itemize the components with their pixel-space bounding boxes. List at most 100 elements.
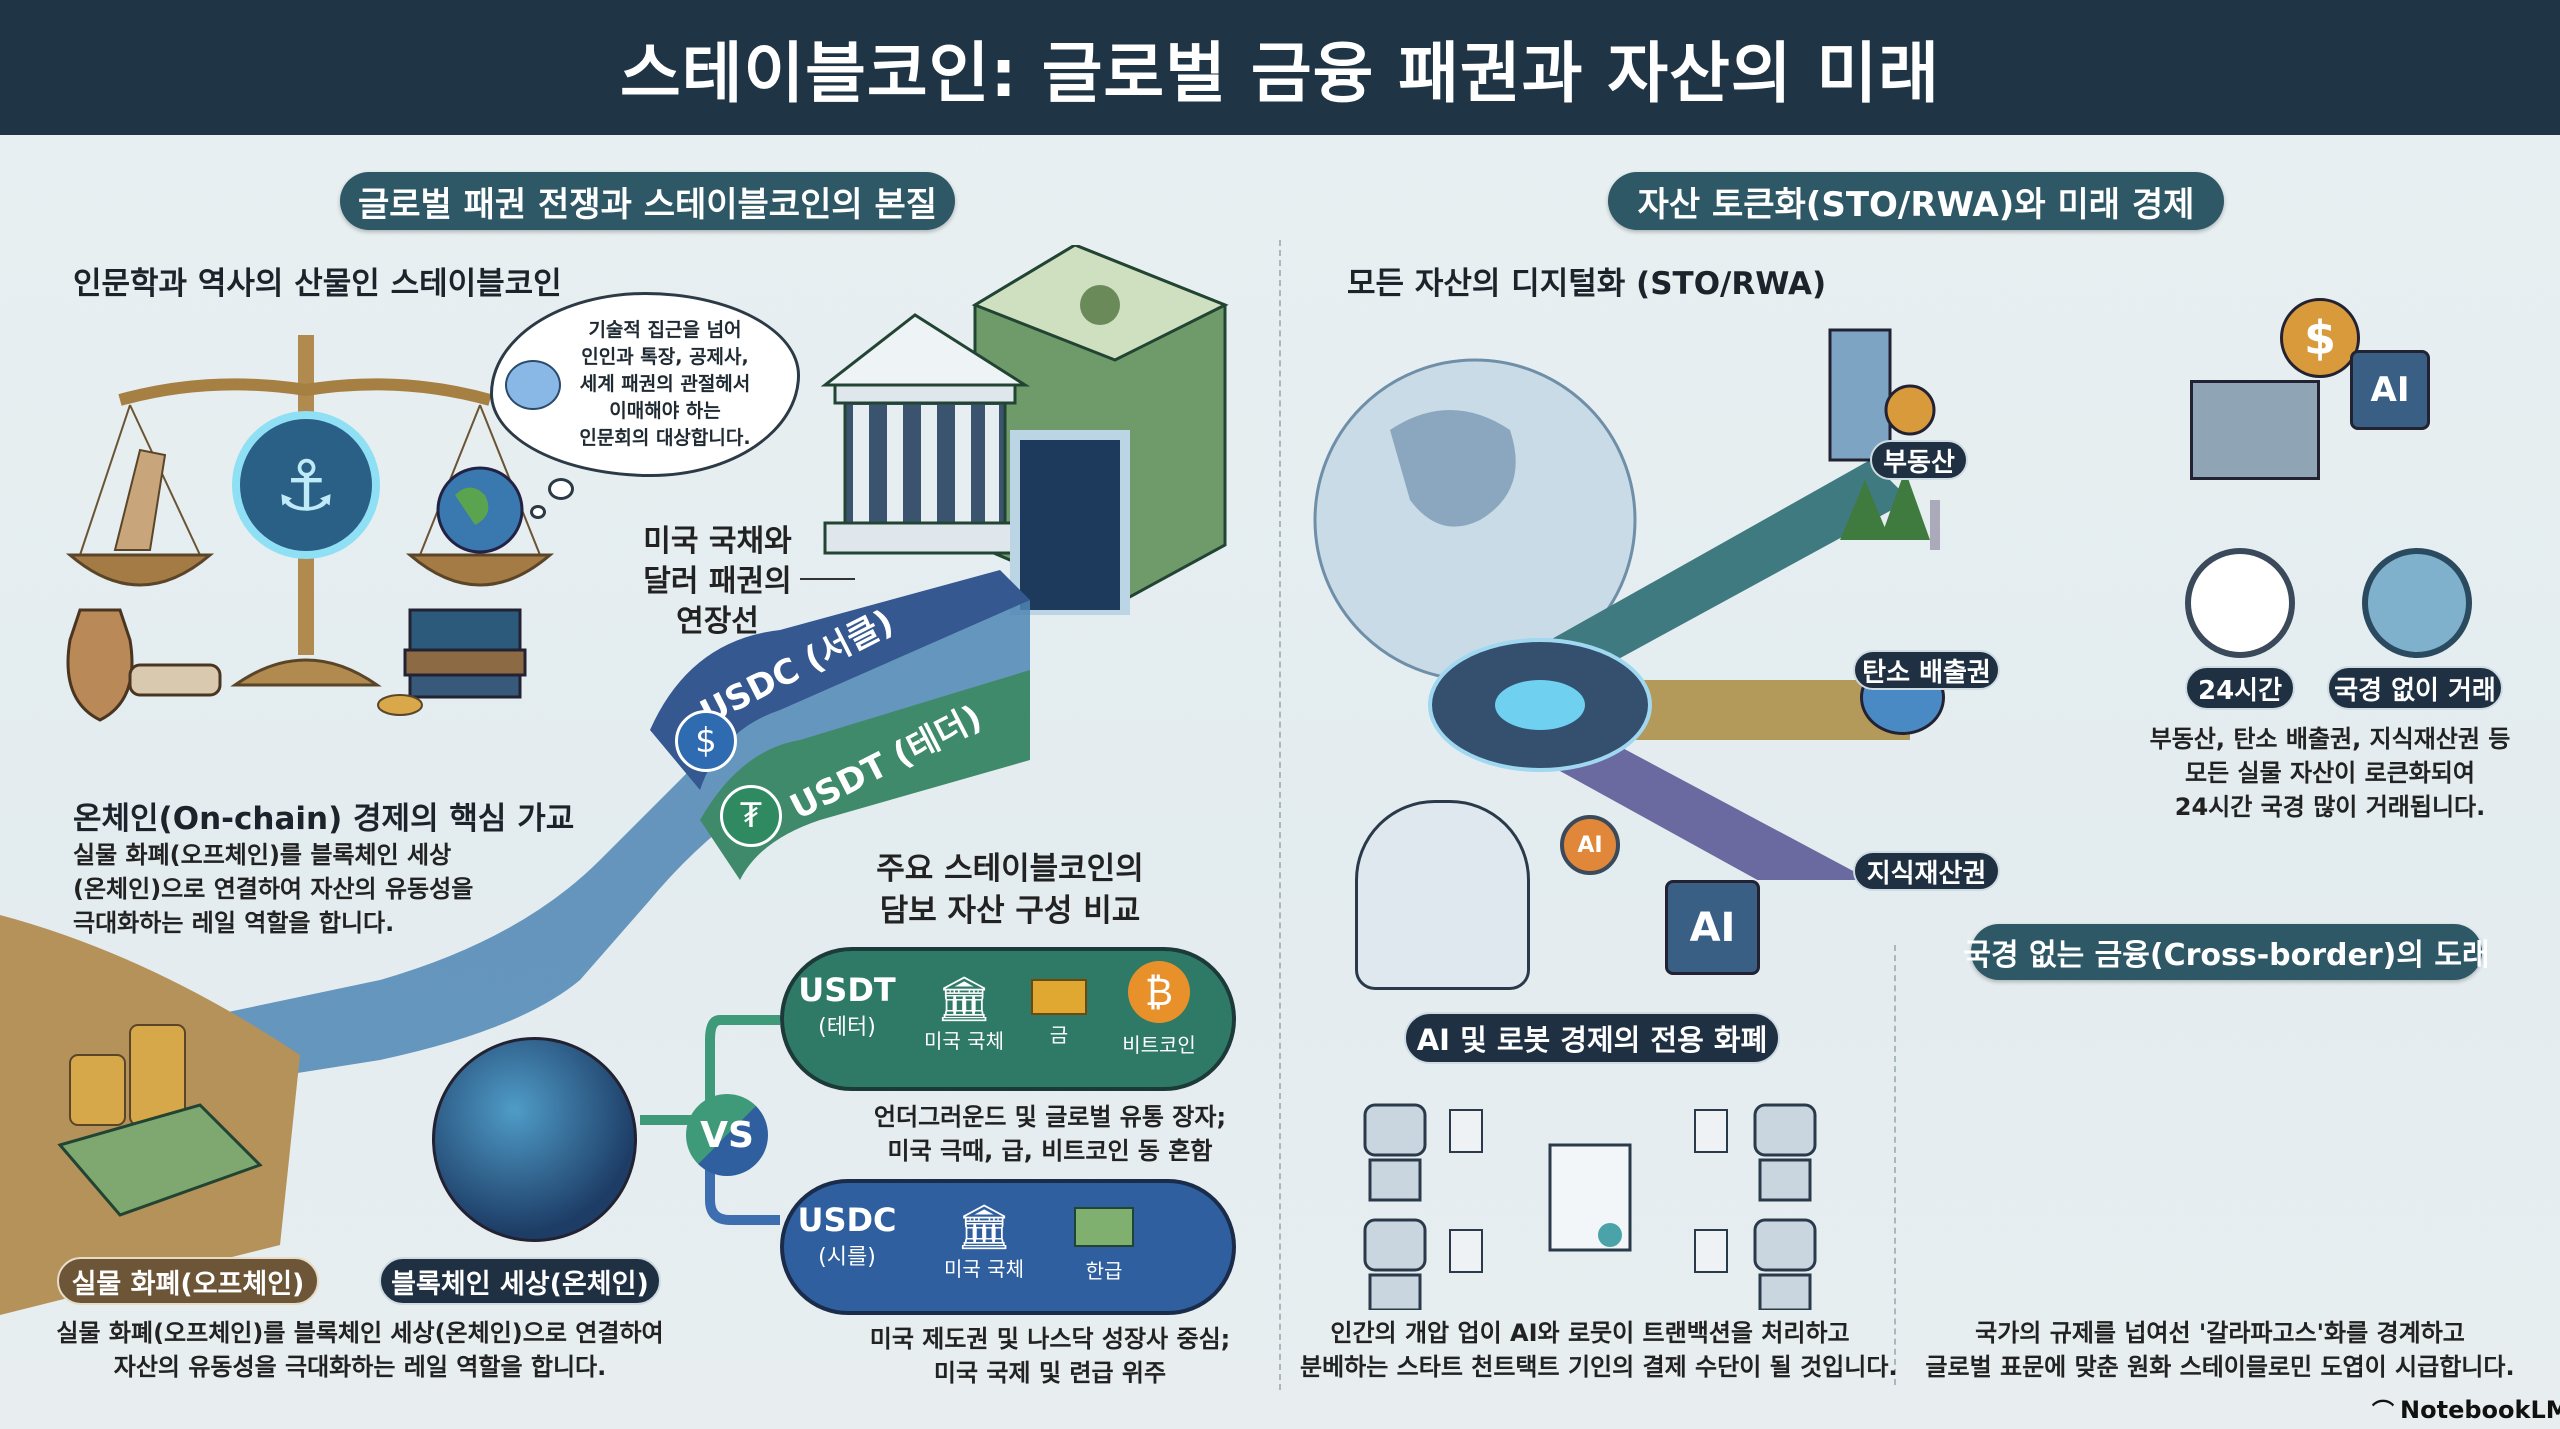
asset-item: 한급 — [1054, 1201, 1154, 1284]
brand-label: NotebookLM — [2400, 1396, 2560, 1424]
right-divider — [1894, 945, 1896, 1385]
asset-item: 금 — [1019, 973, 1099, 1048]
dollar-coin-icon: $ — [2280, 298, 2360, 378]
callout-line — [800, 578, 855, 580]
coin-sub: (시를) — [818, 1245, 876, 1270]
bitcoin-icon: ₿ — [1128, 961, 1190, 1023]
onchain-title: 온체인(On-chain) 경제의 핵심 가교 — [73, 801, 575, 837]
asset-item: 🏛 미국 국체 — [929, 1201, 1039, 1282]
text-line: 자산의 유동성을 극대화하는 레일 역할을 합니다. — [113, 1353, 607, 1381]
desc-line: 실물 화폐(오프체인)를 블록체인 세상 — [73, 841, 452, 869]
feature-24h: 24시간 — [2185, 666, 2295, 710]
desc-line: 미국 국제 및 련급 위주 — [933, 1359, 1167, 1387]
clock-icon — [2185, 548, 2295, 658]
notebooklm-brand: ⌒ NotebookLM — [2372, 1394, 2560, 1426]
ai-economy-description: 인간의 개압 업이 AI와 로뭇이 트랜백션을 처리하고 분베하는 스타트 천트… — [1300, 1316, 1898, 1384]
usdt-coin-icon: ₮ — [720, 785, 782, 847]
ai-chip-icon: AI — [2350, 350, 2430, 430]
branch-road-real-estate — [1550, 460, 1910, 680]
page-title: 스테이블코인: 글로벌 금융 패권과 자산의 미래 — [620, 34, 1940, 112]
rail-path — [0, 570, 1030, 1120]
desc-line: 부동산, 탄소 배출권, 지식재산권 등 — [2149, 725, 2511, 753]
desc-line: 미국 극때, 급, 비트코인 동 혼함 — [887, 1137, 1213, 1165]
center-divider — [1279, 240, 1281, 1390]
left-bottom-text: 실물 화폐(오프체인)를 블록체인 세상(온체인)으로 연결하여 자산의 유동성… — [40, 1316, 680, 1384]
vs-badge: VS — [686, 1094, 768, 1176]
hub-light — [1495, 680, 1585, 730]
bubble-dot — [548, 478, 574, 500]
cash-bundle-icon — [57, 1103, 263, 1217]
dollar-hegemony-label: 미국 국채와 달러 패권의 연장선 — [635, 522, 800, 642]
desc-line: 언더그러운드 및 글로벌 유통 장자; — [873, 1103, 1227, 1131]
ai-processor-icon: AI — [1665, 880, 1760, 975]
usdc-name: USDC (시를) — [792, 1201, 902, 1271]
globe-grid-icon — [2362, 548, 2472, 658]
coin-sub: (테터) — [818, 1015, 876, 1040]
robot-icon — [1753, 1218, 1817, 1272]
usdc-composition-card: USDC (시를) 🏛 미국 국체 한급 — [780, 1179, 1236, 1315]
gold-bar-icon — [1031, 979, 1087, 1015]
usdc-coin-icon: $ — [675, 710, 737, 772]
asset-label: 미국 국체 — [944, 1257, 1024, 1281]
asset-item: 🏛 미국 국체 — [914, 973, 1014, 1054]
bubble-line: 세계 패권의 관절헤서 — [579, 373, 751, 395]
scroll-icon — [113, 448, 167, 551]
asset-item: ₿ 비트코인 — [1104, 961, 1214, 1058]
asset-label: 한급 — [1085, 1259, 1123, 1283]
bubble-line: 이매해야 하는 — [609, 400, 721, 422]
branch-label-real-estate: 부동산 — [1870, 440, 1968, 480]
usdt-composition-card: USDT (테터) 🏛 미국 국체 금 ₿ 비트코인 — [780, 947, 1236, 1091]
factory-icon — [2190, 380, 2320, 480]
seal-icon — [1598, 1223, 1622, 1247]
right-section-title: 자산 토큰화(STO/RWA)와 미래 경제 — [1608, 172, 2224, 230]
skyscraper-icon — [1828, 328, 1936, 462]
robot-icon — [1753, 1103, 1817, 1157]
notebooklm-logo-icon: ⌒ — [2372, 1400, 2395, 1425]
onchain-label: 블록체인 세상(온체인) — [379, 1257, 661, 1305]
bank-icon: 🏛 — [956, 1202, 1012, 1253]
title-line: 주요 스테이블코인의 — [876, 851, 1144, 887]
humanoid-robot-icon — [1355, 800, 1530, 990]
desc-line: 모든 실물 자산이 로큰화되여 — [2184, 759, 2476, 787]
bubble-line: 기술적 집근을 넘어 — [588, 319, 742, 341]
header-bar: 스테이블코인: 글로벌 금융 패권과 자산의 미래 — [0, 0, 2560, 135]
gavel-icon — [128, 663, 222, 697]
label-line: 달러 패권의 — [643, 564, 792, 599]
onchain-description: 실물 화폐(오프체인)를 블록체인 세상 (온체인)으로 연결하여 자산의 유동… — [73, 838, 473, 940]
text-line: 실물 화폐(오프체인)를 블록체인 세상(온체인)으로 연결하여 — [56, 1319, 664, 1347]
text-line: 인간의 개압 업이 AI와 로뭇이 트랜백션을 처리하고 — [1330, 1319, 1850, 1347]
title-line: 담보 자산 구성 비교 — [879, 893, 1141, 929]
ai-gear-icon: AI — [1560, 815, 1620, 875]
text-line: 국가의 규제를 넙여선 '갈라파고스'화를 경계하고 — [1975, 1319, 2465, 1347]
asset-label: 비트코인 — [1122, 1033, 1196, 1057]
robot-icon — [1363, 1103, 1427, 1157]
usdc-description: 미국 제도권 및 나스닥 성장사 중심; 미국 국제 및 련급 위주 — [850, 1322, 1250, 1390]
crossborder-title: 국경 없는 금융(Cross-border)의 도래 — [1963, 924, 2490, 980]
asset-label: 금 — [1049, 1023, 1069, 1047]
asset-label: 미국 국체 — [924, 1029, 1004, 1053]
portal-icon — [1010, 430, 1130, 615]
comparison-connector — [640, 1015, 780, 1225]
usdt-description: 언더그러운드 및 글로벌 유통 장자; 미국 극때, 급, 비트코인 동 혼함 — [850, 1100, 1250, 1168]
coin-name: USDT — [798, 971, 896, 1009]
forest-icon — [1840, 470, 1940, 550]
branch-label-carbon: 탄소 배출권 — [1853, 650, 2000, 690]
text-line: 분베하는 스타트 천트택트 기인의 결제 수단이 될 것입니다. — [1300, 1353, 1898, 1381]
features-description: 부동산, 탄소 배출권, 지식재산권 등 모든 실물 자산이 로큰화되여 24시… — [2130, 722, 2530, 824]
branch-label-ip: 지식재산권 — [1853, 851, 2000, 891]
svg-text:⚓: ⚓ — [275, 445, 338, 527]
desc-line: 24시간 국경 많이 거래됩니다. — [2174, 793, 2486, 821]
usdt-name: USDT (테터) — [792, 971, 902, 1041]
branch-road-carbon — [1580, 680, 1910, 740]
bank-icon: 🏛 — [936, 974, 992, 1025]
feature-borderless: 국경 없이 거래 — [2327, 666, 2503, 710]
desc-line: 미국 제도권 및 나스닥 성장사 중심; — [869, 1325, 1231, 1353]
robot-transaction-diagram — [1363, 1103, 1817, 1310]
bubble-line: 인문회의 대상합니다. — [579, 427, 751, 449]
brain-icon — [505, 360, 561, 410]
text-line: 글로벌 표문에 맞춘 원화 스테이믈로민 도엽이 시급합니다. — [1925, 1353, 2515, 1381]
humanities-title: 인문학과 역사의 산물인 스테이블코인 — [73, 266, 562, 302]
bubble-line: 인인과 톡장, 공제사, — [581, 346, 749, 368]
anchor-coin-icon — [232, 411, 380, 559]
label-line: 연장선 — [676, 604, 759, 639]
